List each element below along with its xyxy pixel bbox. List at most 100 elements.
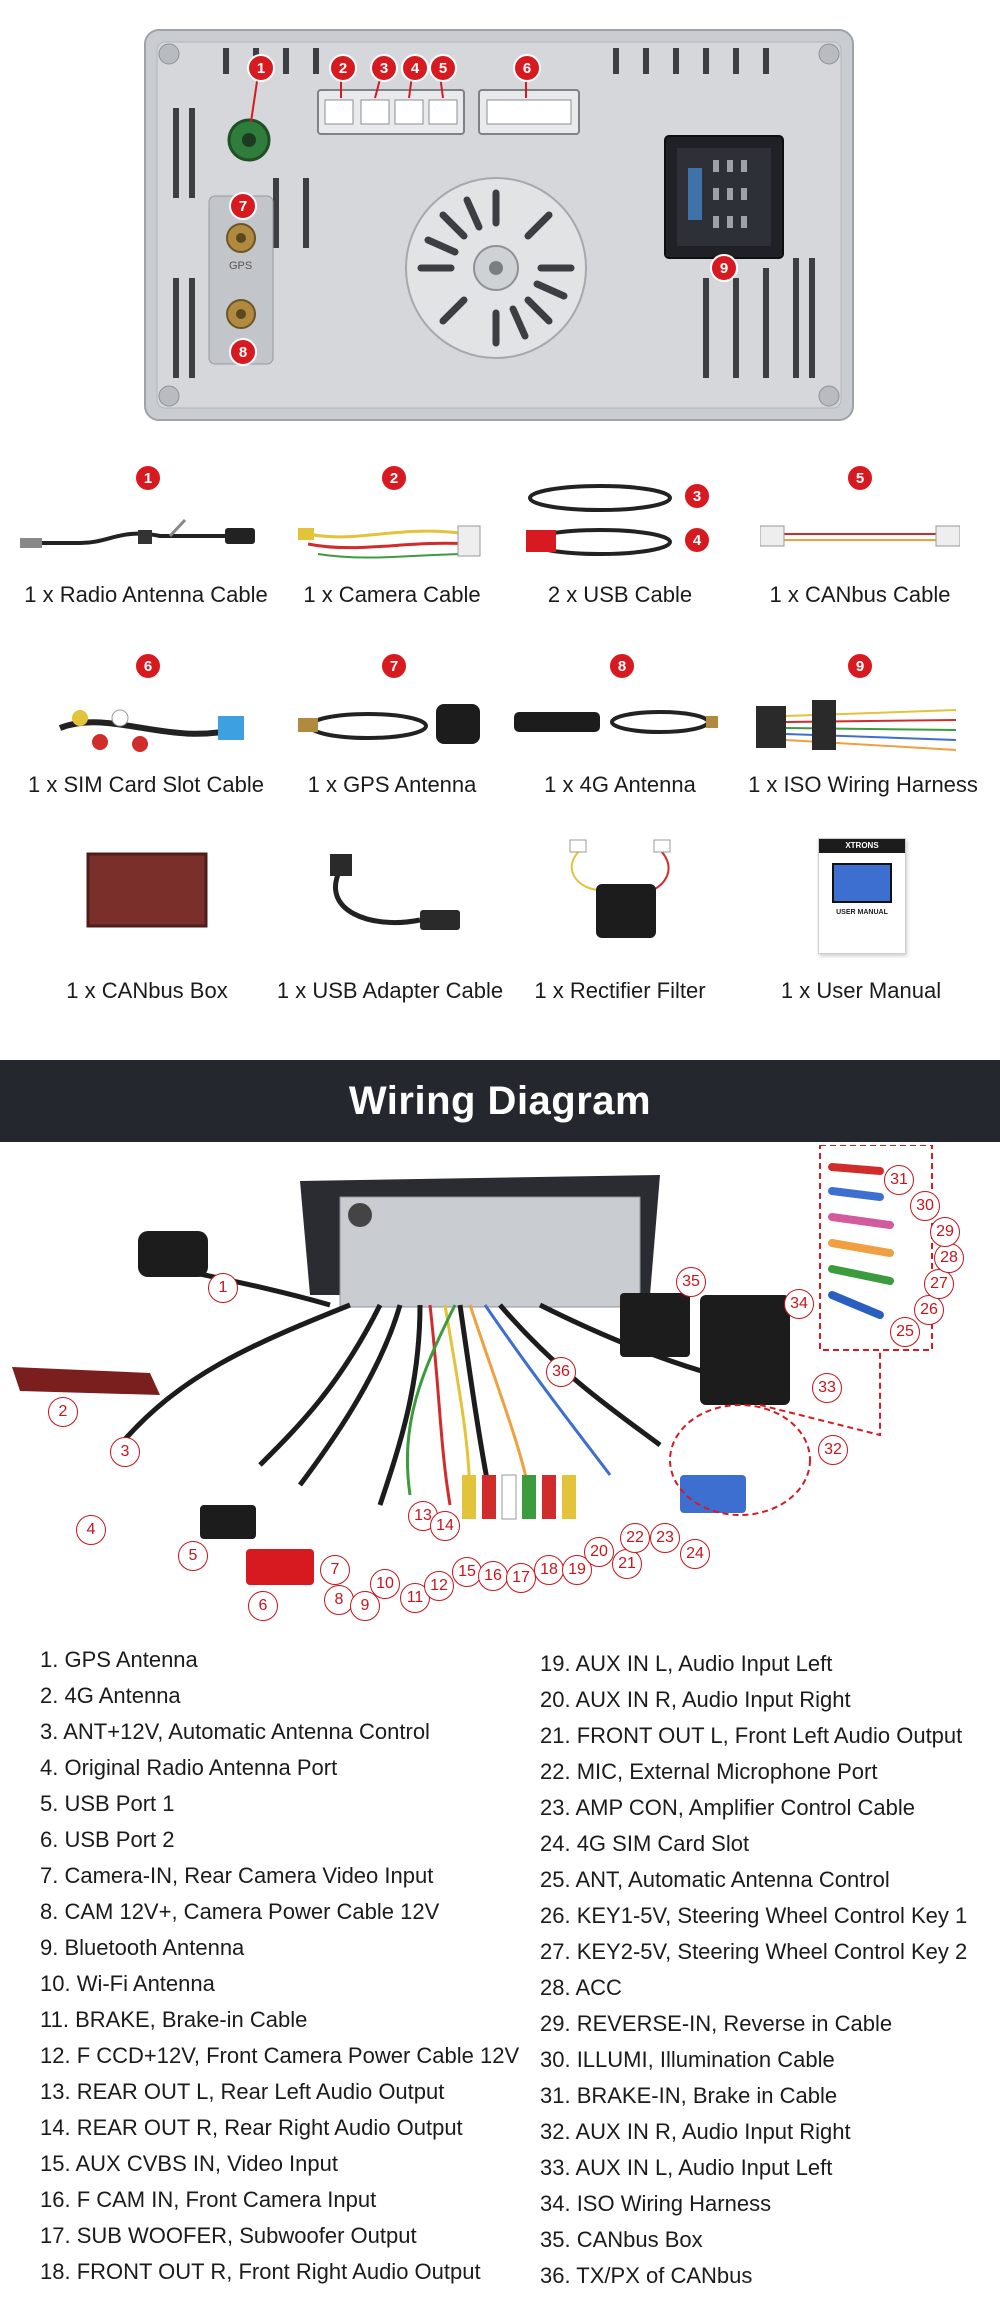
accessory-label-3-4: 2 x USB Cable [547,582,693,607]
accessory-badge-8: 8 [608,652,636,680]
accessory-label-11: 1 x USB Adapter Cable [276,978,504,1003]
legend-left-column: 1. GPS Antenna 2. 4G Antenna 3. ANT+12V,… [40,1642,520,2290]
diagram-callout-24: 24 [680,1539,710,1569]
accessory-badge-1: 1 [134,464,162,492]
diagram-callout-4: 4 [76,1515,106,1545]
diagram-callout-14: 14 [430,1511,460,1541]
diagram-callout-10: 10 [370,1569,400,1599]
sim-card-slot-cable-image [58,709,244,752]
diagram-callout-29: 29 [930,1217,960,1247]
diagram-callout-33: 33 [812,1373,842,1403]
manual-brand: XTRONS [819,839,905,853]
legend-item: 1. GPS Antenna [40,1647,198,1672]
legend-item: 23. AMP CON, Amplifier Control Cable [540,1795,915,1820]
diagram-callout-7: 7 [320,1555,350,1585]
diagram-callout-22: 22 [620,1523,650,1553]
accessory-label-1: 1 x Radio Antenna Cable [24,582,268,607]
wiring-diagram-banner: Wiring Diagram [0,1060,1000,1142]
legend-item: 6. USB Port 2 [40,1827,175,1852]
diagram-callout-32: 32 [818,1435,848,1465]
diagram-callout-34: 34 [784,1289,814,1319]
diagram-callout-3: 3 [110,1437,140,1467]
accessories-grid: 1 1 x Radio Antenna Cable 2 1 x Camera C… [0,440,1000,1020]
legend-item: 5. USB Port 1 [40,1791,175,1816]
diagram-callout-9: 9 [350,1591,380,1621]
legend-item: 26. KEY1-5V, Steering Wheel Control Key … [540,1903,968,1928]
port-badge-6: 6 [513,54,541,82]
accessory-label-9: 1 x ISO Wiring Harness [748,772,978,797]
camera-cable-image [298,525,481,559]
diagram-callout-31: 31 [884,1165,914,1195]
usb-adapter-cable-image [330,854,460,930]
4g-antenna-image [514,710,718,734]
legend-item: 9. Bluetooth Antenna [40,1935,245,1960]
accessory-label-12: 1 x Rectifier Filter [534,978,706,1003]
diagram-callout-28: 28 [934,1243,964,1273]
accessory-badge-5: 5 [846,464,874,492]
legend-item: 16. F CAM IN, Front Camera Input [40,2187,377,2212]
legend-item: 17. SUB WOOFER, Subwoofer Output [40,2223,417,2248]
diagram-callout-16: 16 [478,1561,508,1591]
diagram-callout-26: 26 [914,1295,944,1325]
accessory-label-8: 1 x 4G Antenna [544,772,696,797]
port-badge-3: 3 [370,54,398,82]
legend-item: 19. AUX IN L, Audio Input Left [540,1651,833,1676]
port-badge-9: 9 [710,254,738,282]
accessory-label-2: 1 x Camera Cable [303,582,481,607]
diagram-callout-2: 2 [48,1397,78,1427]
port-badge-2: 2 [329,54,357,82]
diagram-callout-27: 27 [924,1269,954,1299]
legend-item: 33. AUX IN L, Audio Input Left [540,2155,833,2180]
diagram-callout-17: 17 [506,1563,536,1593]
diagram-callout-35: 35 [676,1267,706,1297]
diagram-callout-36: 36 [546,1357,576,1387]
port-badge-5: 5 [429,54,457,82]
legend-item: 22. MIC, External Microphone Port [540,1759,878,1784]
accessory-label-5: 1 x CANbus Cable [769,582,951,607]
diagram-callout-18: 18 [534,1555,564,1585]
legend-item: 28. ACC [540,1975,622,2000]
wiring-harness-drawing [12,1144,933,1585]
accessory-label-13: 1 x User Manual [780,978,942,1003]
legend-item: 35. CANbus Box [540,2227,703,2252]
diagram-callout-5: 5 [178,1541,208,1571]
diagram-callout-25: 25 [890,1317,920,1347]
diagram-callout-8: 8 [324,1585,354,1615]
port-badge-4: 4 [401,54,429,82]
diagram-callout-6: 6 [248,1591,278,1621]
legend-item: 36. TX/PX of CANbus [540,2263,753,2288]
iso-wiring-harness-image [756,700,957,751]
diagram-callout-21: 21 [612,1549,642,1579]
port-badge-8: 8 [229,338,257,366]
head-unit-illustration [144,29,854,421]
accessory-badge-4: 4 [683,526,711,554]
legend-item: 25. ANT, Automatic Antenna Control [540,1867,890,1892]
legend-item: 15. AUX CVBS IN, Video Input [40,2151,338,2176]
legend-item: 13. REAR OUT L, Rear Left Audio Output [40,2079,445,2104]
legend-item: 7. Camera-IN, Rear Camera Video Input [40,1863,434,1888]
diagram-callout-1: 1 [208,1273,238,1303]
diagram-callout-20: 20 [584,1537,614,1567]
legend-item: 18. FRONT OUT R, Front Right Audio Outpu… [40,2259,481,2284]
legend-item: 34. ISO Wiring Harness [540,2191,772,2216]
diagram-callout-30: 30 [910,1191,940,1221]
gps-antenna-image [298,704,480,744]
accessory-label-10: 1 x CANbus Box [66,978,228,1003]
user-manual-image: XTRONS USER MANUAL [818,838,906,954]
head-unit-rear-panel: GPS 1 2 3 4 5 6 7 8 9 [143,28,855,422]
diagram-callout-15: 15 [452,1557,482,1587]
legend-item: 31. BRAKE-IN, Brake in Cable [540,2083,838,2108]
accessory-badge-9: 9 [846,652,874,680]
port-badge-1: 1 [247,54,275,82]
legend-right-column: 19. AUX IN L, Audio Input Left 20. AUX I… [540,1646,990,2294]
canbus-box-image [86,852,208,928]
legend-item: 12. F CCD+12V, Front Camera Power Cable … [40,2043,520,2068]
legend-item: 32. AUX IN R, Audio Input Right [540,2119,851,2144]
legend-item: 20. AUX IN R, Audio Input Right [540,1687,851,1712]
legend-item: 30. ILLUMI, Illumination Cable [540,2047,835,2072]
legend-item: 27. KEY2-5V, Steering Wheel Control Key … [540,1939,968,1964]
gps-jack-label: GPS [229,260,253,272]
wiring-illustration: 1 2 3 4 5 6 7 8 9 10 11 12 13 14 15 16 1… [0,1144,1000,1621]
diagram-callout-23: 23 [650,1523,680,1553]
legend-item: 3. ANT+12V, Automatic Antenna Control [40,1719,430,1744]
